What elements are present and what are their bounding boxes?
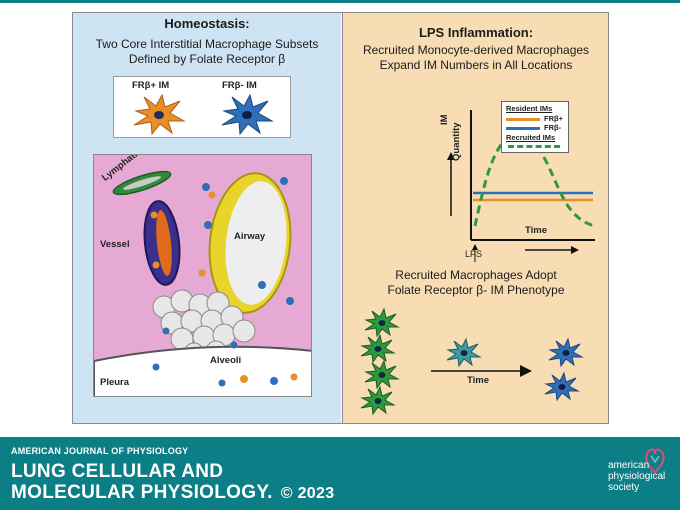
journal-footer: AMERICAN JOURNAL OF PHYSIOLOGY LUNG CELL… bbox=[0, 437, 680, 510]
chart-axes bbox=[447, 110, 595, 262]
copyright: © 2023 bbox=[280, 485, 335, 502]
y-axis-label-im: IM bbox=[439, 114, 450, 125]
tissue-macrophages bbox=[150, 177, 298, 387]
alveoli-label: Alveoli bbox=[210, 355, 242, 366]
recruited-green-macrophages bbox=[360, 307, 400, 416]
homeostasis-panel: Homeostasis: Two Core Interstitial Macro… bbox=[73, 13, 341, 423]
society-logo-icon bbox=[645, 448, 665, 474]
phenotype-transition bbox=[360, 307, 584, 416]
graphical-abstract: Homeostasis: Two Core Interstitial Macro… bbox=[72, 12, 609, 424]
lps-marker-label: LPS bbox=[465, 249, 483, 259]
legend-resident-title: Resident IMs bbox=[506, 104, 553, 113]
homeostasis-subtitle-line1: Two Core Interstitial Macrophage Subsets bbox=[95, 37, 319, 51]
lps-subtitle: Recruited Monocyte-derived Macrophages E… bbox=[343, 43, 608, 73]
top-accent-bar bbox=[0, 0, 680, 3]
legend-frb-neg-label: FRβ- bbox=[544, 123, 562, 132]
x-axis-arrowhead bbox=[571, 246, 579, 254]
pleura-surface bbox=[94, 345, 311, 396]
society-name-line3: society bbox=[608, 482, 640, 493]
frb-neg-label: FRβ- IM bbox=[222, 80, 257, 91]
journal-title-line2-text: MOLECULAR PHYSIOLOGY. bbox=[11, 482, 273, 503]
homeostasis-title: Homeostasis: bbox=[164, 16, 250, 31]
adopt-caption: Recruited Macrophages Adopt Folate Recep… bbox=[343, 268, 608, 298]
journal-title-line1: LUNG CELLULAR AND bbox=[11, 461, 224, 482]
adopt-caption-line1: Recruited Macrophages Adopt bbox=[395, 268, 557, 282]
frb-pos-label: FRβ+ IM bbox=[132, 80, 170, 91]
adopt-caption-line2: Folate Receptor β- IM Phenotype bbox=[387, 283, 565, 297]
society-name: american physiological society bbox=[608, 460, 674, 493]
journal-title-line2: MOLECULAR PHYSIOLOGY. © 2023 bbox=[11, 482, 334, 504]
society-name-line2: physiological bbox=[608, 471, 666, 482]
lps-title: LPS Inflammation: bbox=[418, 25, 534, 40]
transitioning-macrophage bbox=[446, 337, 482, 368]
airway-label: Airway bbox=[234, 231, 266, 242]
chart-legend: Resident IMs FRβ+ FRβ- Recruited IMs bbox=[501, 101, 569, 153]
x-axis-label: Time bbox=[525, 225, 548, 236]
im-subsets-box: FRβ+ IM FRβ- IM bbox=[113, 76, 291, 138]
y-axis-arrowhead bbox=[447, 152, 455, 160]
pleura-label: Pleura bbox=[100, 377, 130, 388]
y-axis-label-quantity-word: Quantity bbox=[451, 122, 462, 161]
society-name-line1: american bbox=[608, 460, 650, 471]
lung-tissue-drawing bbox=[94, 170, 311, 396]
legend-frb-pos-swatch bbox=[506, 118, 540, 121]
vessel-label: Vessel bbox=[100, 239, 130, 250]
legend-recruited-title: Recruited IMs bbox=[506, 133, 556, 142]
homeostasis-subtitle: Two Core Interstitial Macrophage Subsets… bbox=[73, 37, 341, 67]
legend-recruited-swatch bbox=[508, 145, 560, 148]
im-subset-cells bbox=[133, 93, 274, 136]
homeostasis-subtitle-line2: Defined by Folate Receptor β bbox=[128, 52, 286, 66]
legend-frb-neg-swatch bbox=[506, 127, 540, 130]
lps-marker-arrowhead bbox=[472, 244, 478, 250]
lps-inflammation-panel: LPS Inflammation: Recruited Monocyte-der… bbox=[342, 13, 608, 423]
legend-frb-pos-label: FRβ+ bbox=[544, 114, 563, 123]
frb-neg-macrophage bbox=[221, 93, 274, 136]
lps-subtitle-line1: Recruited Monocyte-derived Macrophages bbox=[362, 43, 590, 57]
im-quantity-chart bbox=[447, 110, 596, 262]
lps-subtitle-line2: Expand IM Numbers in All Locations bbox=[379, 58, 573, 72]
lung-tissue-scene: Lymphatic Vessel Airway Alveoli Pleura bbox=[93, 154, 312, 397]
journal-series-name: AMERICAN JOURNAL OF PHYSIOLOGY bbox=[11, 446, 189, 456]
arrow-time-label: Time bbox=[467, 375, 490, 386]
y-axis-label-quantity: IM bbox=[439, 114, 450, 125]
frb-pos-macrophage bbox=[133, 93, 186, 136]
frb-neg-result-macrophages bbox=[544, 337, 584, 402]
